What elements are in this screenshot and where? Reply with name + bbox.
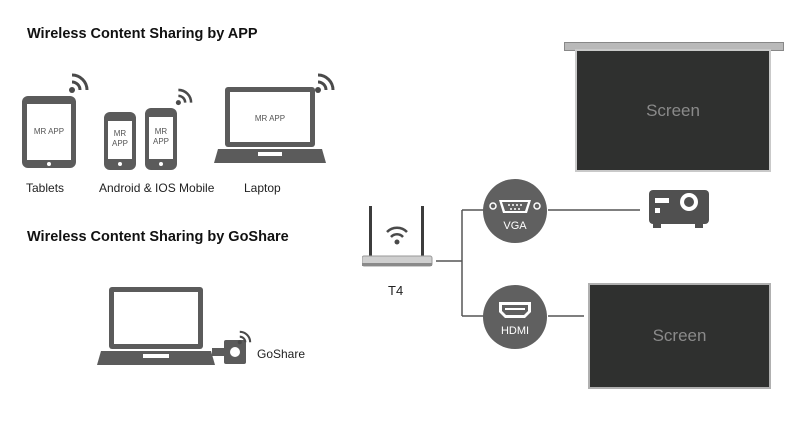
wifi-icon — [315, 73, 335, 93]
caption-mobile: Android & IOS Mobile — [99, 181, 215, 195]
phone1-label-line2: APP — [112, 139, 128, 148]
projection-screen: Screen — [575, 49, 771, 172]
screen-label-bottom: Screen — [652, 326, 707, 345]
goshare-laptop-device — [97, 287, 215, 365]
laptop-device: MR APP — [214, 87, 326, 163]
hdmi-label: HDMI — [501, 325, 529, 337]
hdmi-port-badge: HDMI — [483, 285, 547, 349]
phone1-label-line1: MR — [114, 129, 127, 138]
tablet-app-label: MR APP — [34, 127, 64, 136]
projector-device — [649, 190, 709, 228]
phone2-label-line1: MR — [155, 127, 168, 136]
wifi-icon — [237, 330, 252, 345]
phone2-label-line2: APP — [153, 137, 169, 146]
wifi-icon — [69, 73, 89, 93]
laptop-app-label: MR APP — [255, 114, 285, 123]
goshare-dongle — [212, 340, 246, 364]
android-phone-device: MR APP — [104, 112, 136, 170]
caption-tablets: Tablets — [26, 181, 65, 195]
ios-phone-device: MR APP — [145, 108, 177, 170]
wifi-icon — [175, 88, 193, 106]
heading-app-sharing: Wireless Content Sharing by APP — [27, 26, 258, 42]
vga-label: VGA — [503, 220, 527, 232]
vga-port-badge: VGA — [483, 179, 547, 243]
router-device — [362, 206, 433, 267]
display-screen: Screen — [588, 283, 771, 389]
tablet-device: MR APP — [22, 96, 76, 168]
screen-label-top: Screen — [646, 100, 700, 120]
caption-laptop: Laptop — [244, 181, 281, 195]
caption-goshare: GoShare — [257, 347, 306, 361]
caption-router: T4 — [388, 283, 404, 298]
heading-goshare-sharing: Wireless Content Sharing by GoShare — [27, 229, 289, 245]
